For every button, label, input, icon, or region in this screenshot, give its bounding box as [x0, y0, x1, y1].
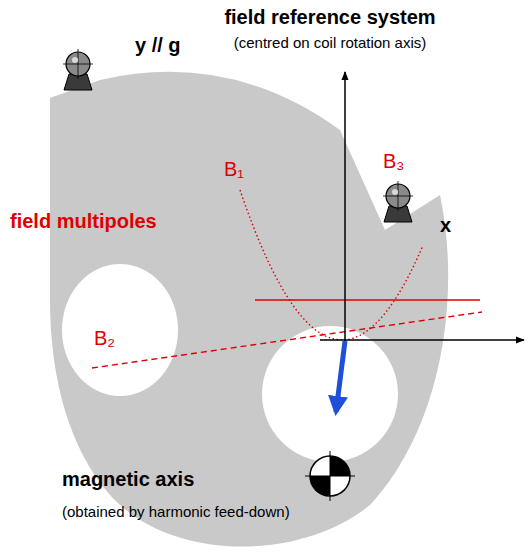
- survey-target: [383, 181, 413, 222]
- multipole-curve-b1: [240, 190, 423, 340]
- left-aperture: [62, 264, 178, 396]
- title: field reference system: [224, 6, 435, 29]
- axis-caption: magnetic axis: [62, 468, 194, 491]
- axis-label: y // g: [135, 34, 181, 57]
- offset-arrow: [336, 341, 345, 412]
- axis-label: x: [440, 214, 451, 237]
- group-label: field multipoles: [10, 210, 157, 233]
- right-aperture: [262, 326, 398, 462]
- magnet-yoke: [50, 72, 448, 547]
- magnetic-axis-symbol: [305, 451, 355, 501]
- y-axis: [344, 72, 346, 345]
- multipole-label: B₁: [224, 158, 244, 181]
- x-axis: [320, 339, 524, 341]
- survey-target: [63, 49, 93, 90]
- multipole-label: B₂: [94, 327, 115, 350]
- subtitle: (centred on coil rotation axis): [234, 34, 427, 51]
- multipole-label: B₃: [383, 150, 404, 173]
- note: (obtained by harmonic feed-down): [62, 503, 290, 520]
